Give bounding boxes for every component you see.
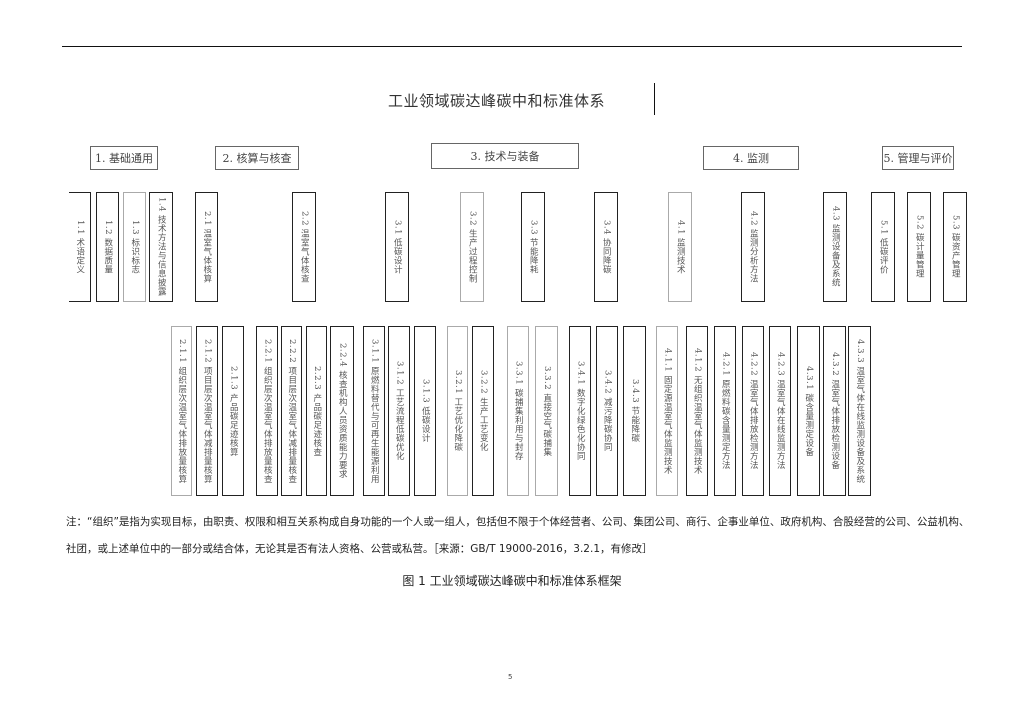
box-label: 2.1.1 组织层次温室气体排放量核算	[176, 338, 187, 484]
box-label: 3.2.2 生产工艺变化	[478, 370, 489, 452]
item-box: 2.2.2 项目层次温室气体减排量核查	[281, 326, 302, 496]
item-box: 4.1.2 无组织温室气体监测技术	[686, 326, 708, 496]
note-line-2: 社团，或上述单位中的一部分或结合体，无论其是否有法人资格、公营或私营。［来源：G…	[66, 543, 653, 555]
box-label: 3.4.1 数字化绿色化协同	[575, 361, 586, 461]
box-label: 4.3.3 温室气体在线监测设备及系统	[854, 338, 865, 484]
box-label: 4.1.2 无组织温室气体监测技术	[692, 347, 703, 475]
box-label: 1.4 技术方法与信息披露	[156, 197, 167, 297]
box-label: 4.2.2 温室气体排放检测方法	[748, 352, 759, 470]
box-label: 2.2 温室气体核查	[299, 210, 310, 284]
subcategory-box: 1.4 技术方法与信息披露	[149, 192, 173, 302]
box-label: 3.3.2 直接空气碳捕集	[541, 365, 552, 457]
category-box: 3. 技术与装备	[431, 143, 579, 169]
item-box: 4.1.1 固定源温室气体监测技术	[656, 326, 678, 496]
item-box: 3.3.2 直接空气碳捕集	[535, 326, 558, 496]
box-label: 2.2.4 核查机构人员资质能力要求	[337, 343, 348, 479]
title-cursor-bar	[654, 83, 655, 115]
box-label: 3.4.2 减污降碳协同	[602, 370, 613, 452]
box-label: 4.2 监测分析方法	[748, 210, 759, 284]
subcategory-box: 5.2 碳计量管理	[907, 192, 931, 302]
item-box: 2.1.2 项目层次温室气体减排量核算	[196, 326, 218, 496]
box-label: 4.3.1 碳含量测定设备	[803, 365, 814, 457]
subcategory-box: 3.4 协同降碳	[594, 192, 618, 302]
box-label: 4.3.2 温室气体排放检测设备	[829, 352, 840, 470]
box-label: 3.2 生产过程控制	[467, 210, 478, 284]
box-label: 5.3 碳资产管理	[950, 215, 961, 279]
note-line-1: 注：“组织”是指为实现目标，由职责、权限和相互关系构成自身功能的一个人或一组人，…	[66, 516, 970, 528]
item-box: 2.2.1 组织层次温室气体排放量核查	[256, 326, 278, 496]
box-label: 3.1.1 原燃料替代与可再生能源利用	[369, 338, 380, 484]
subcategory-box: 2.2 温室气体核查	[292, 192, 316, 302]
subcategory-box: 4.3 监测设备及系统	[823, 192, 847, 302]
box-label: 4.1 监测技术	[675, 219, 686, 275]
subcategory-box: 4.2 监测分析方法	[741, 192, 765, 302]
item-box: 2.2.3 产品碳足迹核查	[306, 326, 327, 496]
category-box: 1. 基础通用	[90, 146, 158, 170]
item-box: 3.4.2 减污降碳协同	[596, 326, 618, 496]
figure-caption: 图 1 工业领域碳达峰碳中和标准体系框架	[402, 574, 622, 588]
box-label: 3.1.2 工艺流程低碳优化	[394, 361, 405, 461]
box-label: 1.1 术语定义	[74, 219, 85, 275]
header-rule	[62, 46, 962, 47]
box-label: 2.2.2 项目层次温室气体减排量核查	[286, 338, 297, 484]
item-box: 4.2.1 原燃料碳含量测定方法	[714, 326, 736, 496]
category-box: 4. 监测	[703, 146, 799, 170]
item-box: 4.2.2 温室气体排放检测方法	[742, 326, 764, 496]
item-box: 3.3.1 碳捕集利用与封存	[507, 326, 529, 496]
subcategory-box: 3.1 低碳设计	[385, 192, 409, 302]
category-box: 5. 管理与评价	[882, 146, 954, 170]
box-label: 4.2.1 原燃料碳含量测定方法	[720, 352, 731, 470]
item-box: 4.2.3 温室气体在线监测方法	[769, 326, 791, 496]
item-box: 3.1.1 原燃料替代与可再生能源利用	[363, 326, 385, 496]
subcategory-box: 1.3 标识标志	[123, 192, 146, 302]
box-label: 4.2.3 温室气体在线监测方法	[775, 352, 786, 470]
subcategory-box: 3.3 节能降耗	[521, 192, 545, 302]
box-label: 3.4.3 节能降碳	[629, 379, 640, 443]
item-box: 4.3.3 温室气体在线监测设备及系统	[848, 326, 871, 496]
box-label: 3.4 协同降碳	[601, 219, 612, 275]
box-label: 2.2.1 组织层次温室气体排放量核查	[262, 338, 273, 484]
diagram-title: 工业领域碳达峰碳中和标准体系	[388, 92, 606, 110]
item-box: 3.2.2 生产工艺变化	[472, 326, 494, 496]
box-label: 3.1 低碳设计	[392, 219, 403, 275]
box-label: 3.3 节能降耗	[528, 219, 539, 275]
category-box: 2. 核算与核查	[215, 146, 299, 170]
box-label: 2.1.3 产品碳足迹核算	[228, 365, 239, 457]
subcategory-box: 4.1 监测技术	[668, 192, 692, 302]
subcategory-box: 2.1 温室气体核算	[195, 192, 218, 302]
page-number: 5	[508, 673, 513, 681]
item-box: 3.1.3 低碳设计	[414, 326, 436, 496]
box-label: 5.1 低碳评价	[878, 219, 889, 275]
box-label: 3.3.1 碳捕集利用与封存	[513, 361, 524, 461]
item-box: 3.4.1 数字化绿色化协同	[569, 326, 591, 496]
item-box: 3.1.2 工艺流程低碳优化	[388, 326, 410, 496]
box-label: 2.1.2 项目层次温室气体减排量核算	[202, 338, 213, 484]
box-label: 3.2.1 工艺优化降碳	[452, 370, 463, 452]
item-box: 3.4.3 节能降碳	[623, 326, 646, 496]
item-box: 4.3.1 碳含量测定设备	[797, 326, 820, 496]
box-label: 2.2.3 产品碳足迹核查	[311, 365, 322, 457]
subcategory-box: 5.1 低碳评价	[871, 192, 895, 302]
subcategory-box: 3.2 生产过程控制	[460, 192, 484, 302]
item-box: 4.3.2 温室气体排放检测设备	[823, 326, 846, 496]
subcategory-box: 1.1 术语定义	[69, 192, 91, 302]
box-label: 3.1.3 低碳设计	[420, 379, 431, 443]
item-box: 3.2.1 工艺优化降碳	[447, 326, 468, 496]
box-label: 2.1 温室气体核算	[201, 210, 212, 284]
box-label: 1.3 标识标志	[129, 219, 140, 275]
item-box: 2.1.3 产品碳足迹核算	[222, 326, 244, 496]
box-label: 4.1.1 固定源温室气体监测技术	[662, 347, 673, 475]
box-label: 5.2 碳计量管理	[914, 215, 925, 279]
item-box: 2.2.4 核查机构人员资质能力要求	[330, 326, 354, 496]
box-label: 4.3 监测设备及系统	[830, 206, 841, 288]
subcategory-box: 5.3 碳资产管理	[943, 192, 967, 302]
box-label: 1.2 数据质量	[102, 219, 113, 275]
item-box: 2.1.1 组织层次温室气体排放量核算	[171, 326, 192, 496]
subcategory-box: 1.2 数据质量	[96, 192, 119, 302]
